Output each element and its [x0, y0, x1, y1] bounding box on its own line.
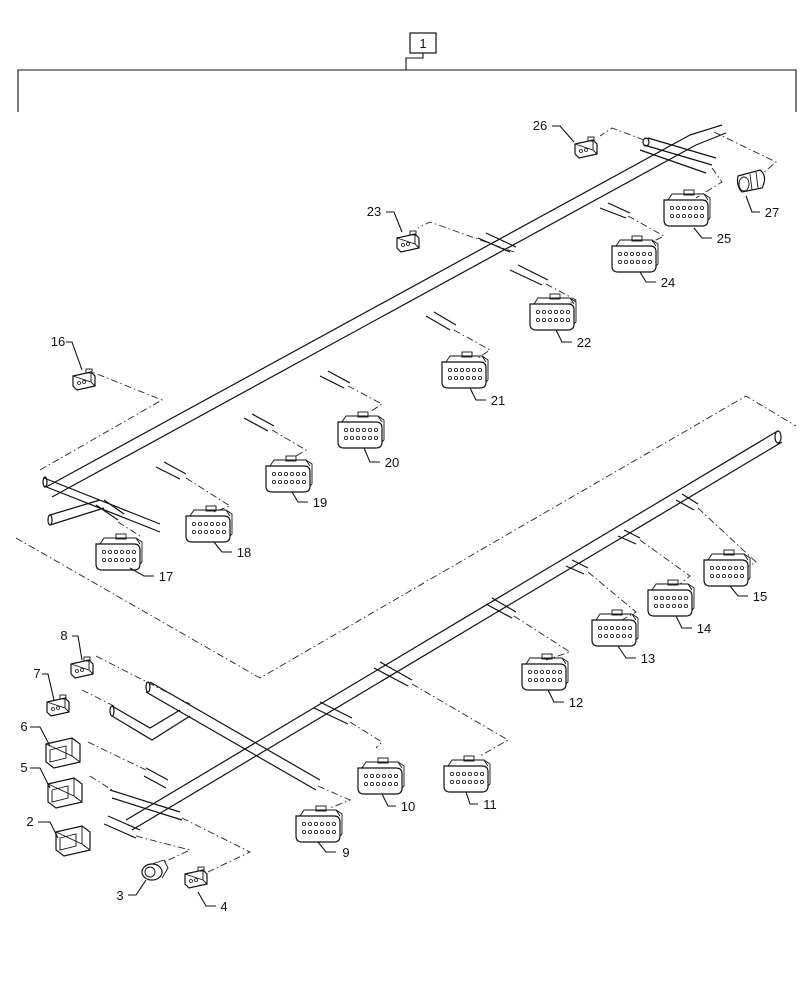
connector-14: [647, 579, 695, 617]
callout-16: 16: [51, 334, 65, 349]
connector-16: [72, 368, 96, 391]
callout-15: 15: [753, 589, 767, 604]
callout-leaders: [30, 125, 760, 907]
callout-19: 19: [313, 495, 327, 510]
connector-27: [736, 169, 766, 193]
assembly-label: 1: [419, 36, 426, 51]
callout-12: 12: [569, 695, 583, 710]
connector-13: [591, 609, 639, 647]
callout-21: 21: [491, 393, 505, 408]
connector-2: [55, 825, 91, 857]
callout-6: 6: [20, 719, 27, 734]
callout-14: 14: [697, 621, 711, 636]
assembly-bracket: 1: [17, 32, 797, 112]
connector-9: [295, 805, 343, 843]
connector-21: [441, 351, 489, 389]
callout-26: 26: [533, 118, 547, 133]
connector-5: [47, 777, 83, 809]
callout-27: 27: [765, 205, 779, 220]
connector-18: [185, 505, 233, 543]
connector-12: [521, 653, 569, 691]
callout-18: 18: [237, 545, 251, 560]
connector-23: [396, 230, 420, 253]
callout-25: 25: [717, 231, 731, 246]
callout-11: 11: [483, 797, 497, 812]
connector-26: [574, 136, 598, 159]
connector-19: [265, 455, 313, 493]
connector-17: [95, 533, 143, 571]
callout-17: 17: [159, 569, 173, 584]
callout-3: 3: [116, 888, 123, 903]
connector-8: [70, 656, 94, 679]
lower-harness: [103, 430, 783, 839]
connector-22: [529, 293, 577, 331]
connector-11: [443, 755, 491, 793]
callout-23: 23: [367, 204, 381, 219]
callout-9: 9: [342, 845, 349, 860]
callout-2: 2: [26, 814, 33, 829]
callout-10: 10: [401, 799, 415, 814]
callout-13: 13: [641, 651, 655, 666]
callout-8: 8: [60, 628, 67, 643]
callout-7: 7: [33, 666, 40, 681]
connector-7: [46, 694, 70, 717]
callout-20: 20: [385, 455, 399, 470]
connectors: [45, 136, 766, 889]
connector-25: [663, 189, 711, 227]
callout-numbers: 2 3 4 5 6 7 8 9 10 11 12 13 14 15 16 17 …: [20, 118, 779, 914]
upper-harness: [42, 124, 727, 533]
callout-4: 4: [220, 899, 227, 914]
connector-24: [611, 235, 659, 273]
connector-20: [337, 411, 385, 449]
callout-24: 24: [661, 275, 675, 290]
callout-5: 5: [20, 760, 27, 775]
connector-4: [184, 866, 208, 889]
callout-22: 22: [577, 335, 591, 350]
connector-10: [357, 757, 405, 795]
connector-6: [45, 737, 81, 769]
connector-15: [703, 549, 751, 587]
connector-3: [141, 859, 169, 881]
